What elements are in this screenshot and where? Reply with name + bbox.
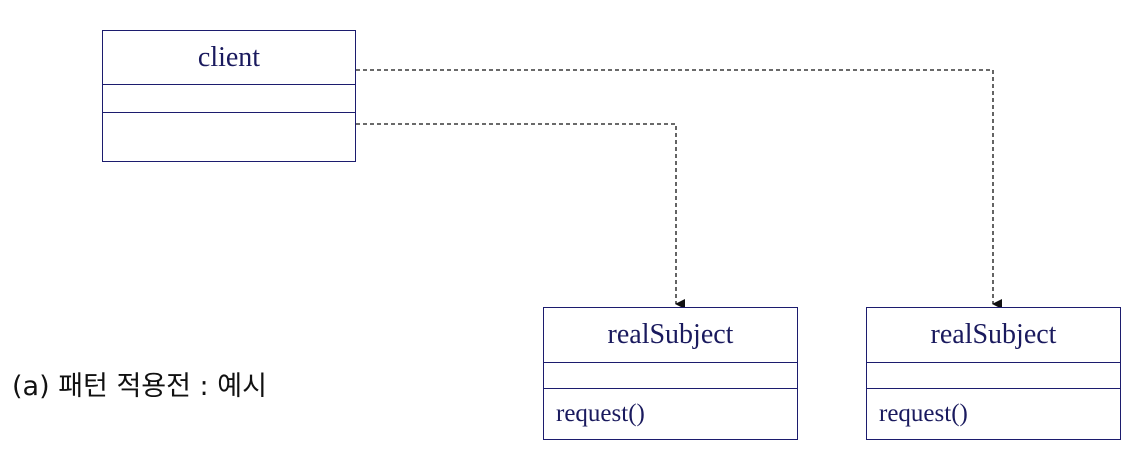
dependency-arrow-client-to-realsubject-1 (356, 123, 685, 309)
realsubject-class-box-1[interactable]: realSubject request() (543, 307, 798, 440)
realsubject-class-name-1: realSubject (607, 319, 734, 350)
realsubject-class-box-2[interactable]: realSubject request() (866, 307, 1121, 440)
client-class-name: client (197, 41, 261, 73)
figure-caption: (a) 패턴 적용전 : 예시 (12, 371, 267, 402)
realsubject-operation-1: request() (544, 388, 797, 439)
realsubject-attributes-compartment-2 (867, 362, 1120, 388)
client-class-box[interactable]: client (102, 30, 356, 162)
dependency-arrow-client-to-realsubject-2 (356, 69, 1002, 309)
realsubject-class-name-2: realSubject (930, 319, 1057, 350)
client-attributes-compartment (103, 84, 355, 112)
realsubject-attributes-compartment-1 (544, 362, 797, 388)
client-operations-compartment (103, 112, 355, 161)
realsubject-operation-2: request() (867, 388, 1120, 439)
